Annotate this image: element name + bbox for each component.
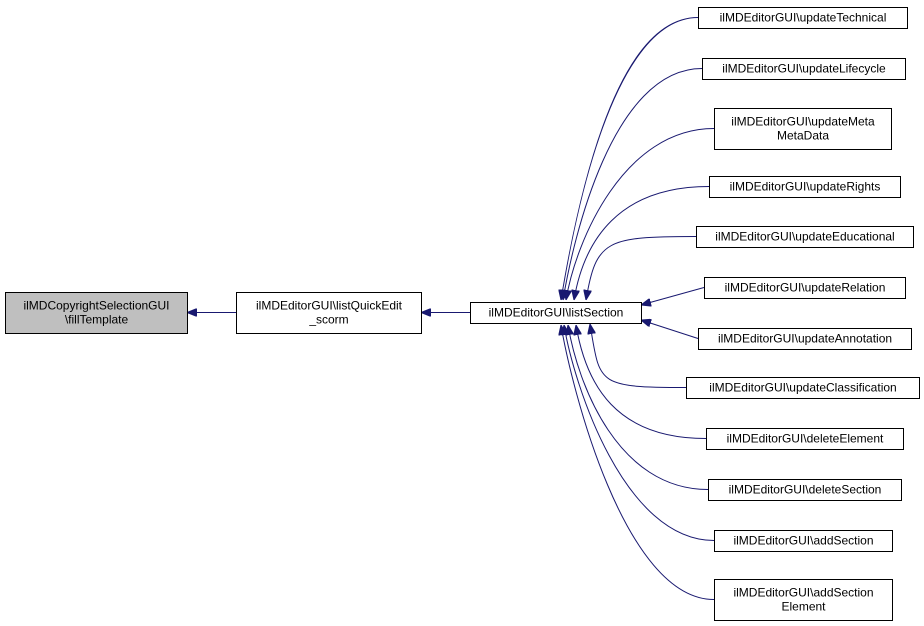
node-update-lifecycle[interactable]: ilMDEditorGUI\updateLifecycle <box>702 58 906 80</box>
node-update-relation[interactable]: ilMDEditorGUI\updateRelation <box>704 277 906 299</box>
node-box <box>702 58 906 80</box>
node-label-line: ilMDEditorGUI\updateAnnotation <box>718 332 892 346</box>
node-box <box>686 377 920 399</box>
node-box <box>5 292 188 334</box>
node-box <box>714 108 892 150</box>
edge-add-section-element-to-list-section <box>561 325 715 600</box>
node-label-line: ilMDEditorGUI\updateMeta <box>731 115 875 129</box>
edge-delete-section-to-list-section <box>568 325 709 490</box>
node-box <box>696 226 914 248</box>
edge-delete-element-to-list-section <box>576 325 707 439</box>
edge-update-relation-to-list-section <box>641 287 705 306</box>
node-update-educational[interactable]: ilMDEditorGUI\updateEducational <box>696 226 914 248</box>
node-label-line: ilMDCopyrightSelectionGUI <box>23 299 169 313</box>
node-update-classification[interactable]: ilMDEditorGUI\updateClassification <box>686 377 920 399</box>
node-label-line: Element <box>781 600 826 614</box>
node-box <box>698 7 908 29</box>
node-box <box>714 579 893 621</box>
node-label-line: _scorm <box>308 313 348 327</box>
edge-update-lifecycle-to-list-section <box>563 68 703 301</box>
node-add-section[interactable]: ilMDEditorGUI\addSection <box>714 530 893 552</box>
node-label-line: ilMDEditorGUI\updateEducational <box>715 230 894 244</box>
node-update-rights[interactable]: ilMDEditorGUI\updateRights <box>709 176 901 198</box>
edge-update-rights-to-list-section <box>574 186 710 301</box>
edge-update-educational-to-list-section <box>586 236 697 301</box>
node-box <box>698 328 912 350</box>
node-label-line: ilMDEditorGUI\updateRights <box>730 180 881 194</box>
node-update-annotation[interactable]: ilMDEditorGUI\updateAnnotation <box>698 328 912 350</box>
node-label-line: ilMDEditorGUI\updateClassification <box>709 381 896 395</box>
node-box <box>714 530 893 552</box>
node-label-line: ilMDEditorGUI\listQuickEdit <box>256 299 403 313</box>
node-label-line: ilMDEditorGUI\deleteSection <box>729 483 882 497</box>
node-box <box>708 479 902 501</box>
node-label-line: MetaData <box>777 129 829 143</box>
node-label-line: ilMDEditorGUI\updateRelation <box>725 281 886 295</box>
node-delete-element[interactable]: ilMDEditorGUI\deleteElement <box>706 428 904 450</box>
node-label-line: ilMDEditorGUI\updateTechnical <box>720 11 887 25</box>
node-label-line: ilMDEditorGUI\deleteElement <box>727 432 884 446</box>
node-box <box>704 277 906 299</box>
node-list-section[interactable]: ilMDEditorGUI\listSection <box>470 302 642 324</box>
node-box <box>236 292 422 334</box>
edges <box>187 17 715 600</box>
node-label-line: ilMDEditorGUI\addSection <box>733 534 873 548</box>
node-box <box>470 302 642 324</box>
node-label-line: \fillTemplate <box>65 313 129 327</box>
node-box <box>706 428 904 450</box>
node-label-line: ilMDEditorGUI\addSection <box>733 586 873 600</box>
node-update-technical[interactable]: ilMDEditorGUI\updateTechnical <box>698 7 908 29</box>
edge-update-meta-metadata-to-list-section <box>566 128 715 301</box>
edge-update-annotation-to-list-section <box>641 320 699 339</box>
node-list-quick-edit-scorm[interactable]: ilMDEditorGUI\listQuickEdit_scorm <box>236 292 422 334</box>
edge-add-section-to-list-section <box>564 325 715 541</box>
node-fill-template[interactable]: ilMDCopyrightSelectionGUI\fillTemplate <box>5 292 188 334</box>
nodes: ilMDCopyrightSelectionGUI\fillTemplateil… <box>5 7 920 621</box>
edge-update-classification-to-list-section <box>590 324 687 388</box>
node-box <box>709 176 901 198</box>
edge-update-technical-to-list-section <box>561 17 699 301</box>
node-label-line: ilMDEditorGUI\updateLifecycle <box>722 62 886 76</box>
node-label-line: ilMDEditorGUI\listSection <box>489 306 624 320</box>
node-delete-section[interactable]: ilMDEditorGUI\deleteSection <box>708 479 902 501</box>
